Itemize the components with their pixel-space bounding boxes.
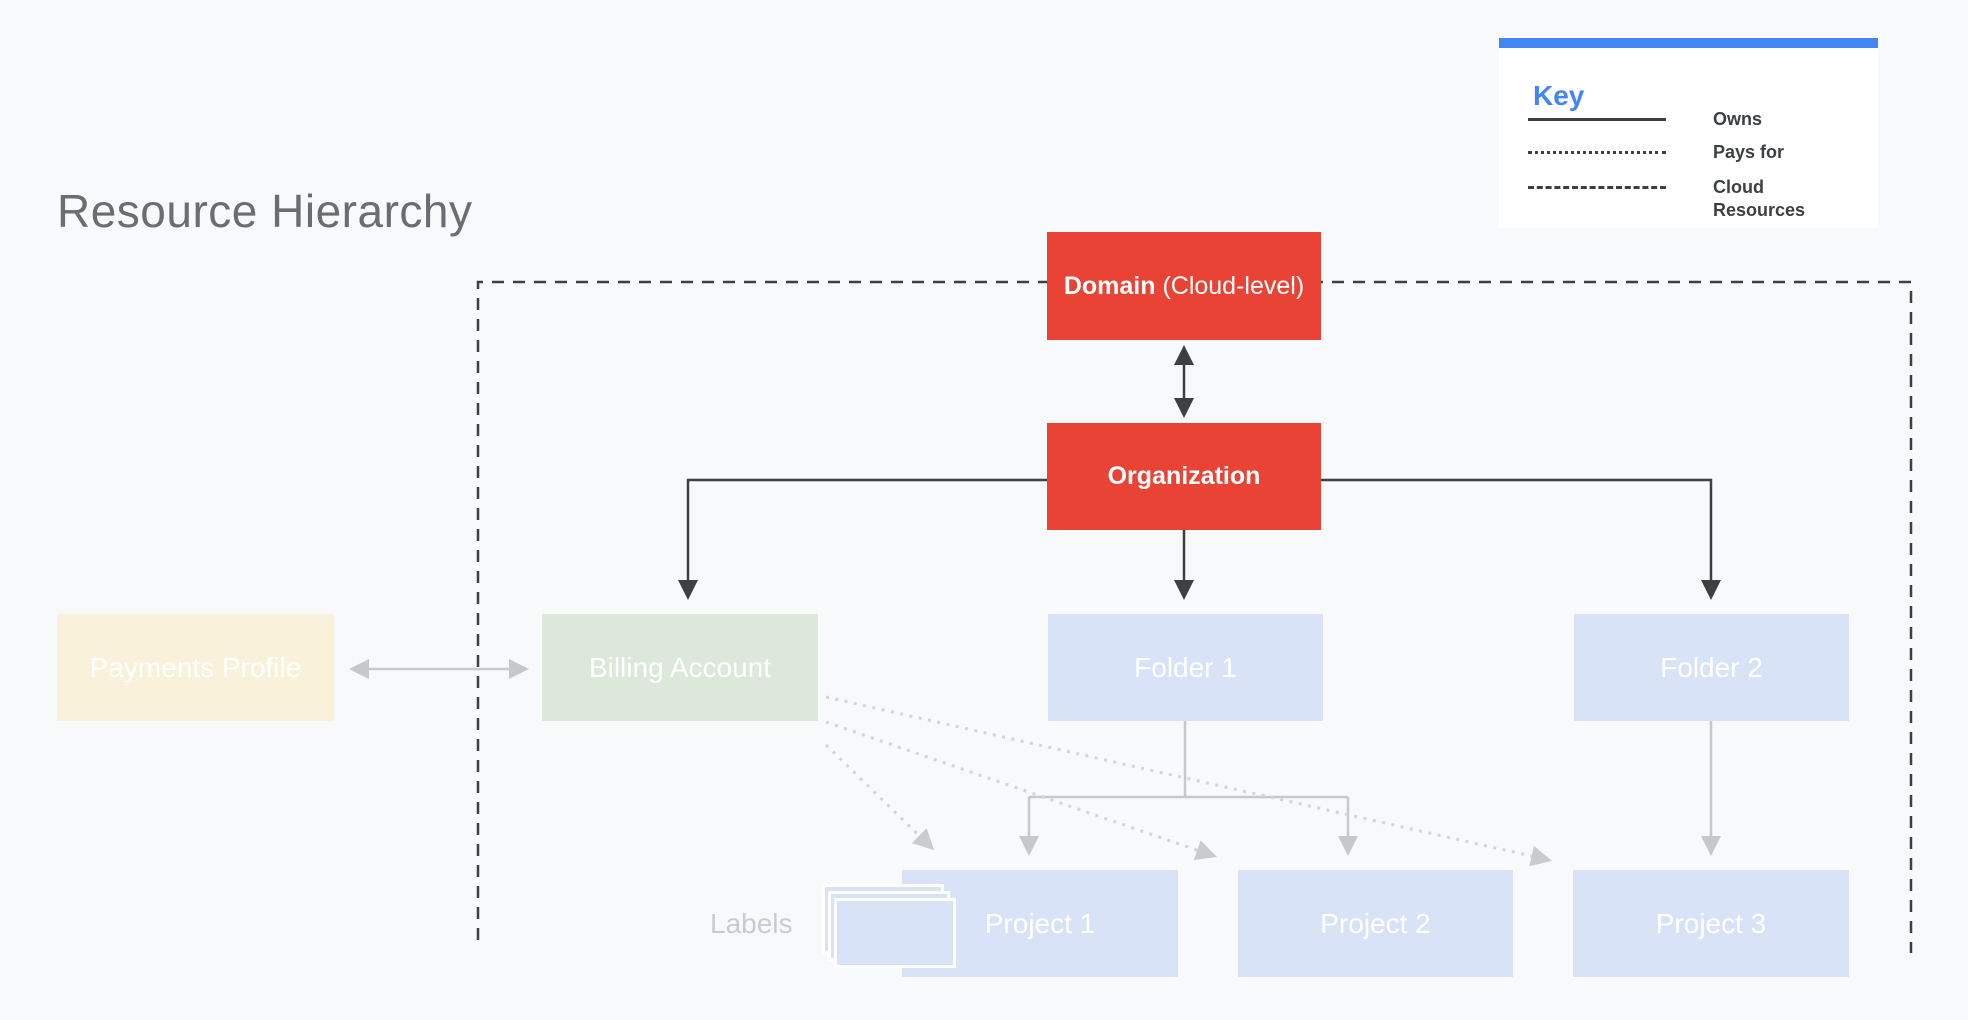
legend-heading: Key: [1533, 80, 1585, 111]
node-folder-1: Folder 1: [1048, 614, 1323, 721]
node-payments-profile: Payments Profile: [57, 614, 334, 721]
legend-label-owns: Owns: [1713, 109, 1763, 129]
label-card-front: [834, 898, 956, 968]
node-payments-profile-label: Payments Profile: [89, 651, 302, 683]
node-organization: Organization: [1047, 423, 1321, 530]
edge-billing-pays-project3: [825, 695, 1553, 867]
labels-stack-icon: [822, 884, 962, 976]
labels-annotation: Labels: [710, 908, 793, 939]
node-project-1-label: Project 1: [984, 907, 1096, 939]
legend-label-pays-for: Pays for: [1713, 142, 1785, 162]
node-project-3: Project 3: [1573, 870, 1849, 977]
node-organization-label: Organization: [1107, 462, 1261, 490]
edge-organization-billing: [678, 478, 1047, 600]
node-billing-account-label: Billing Account: [588, 651, 772, 683]
legend-card: Key Owns Pays for Cloud Resources: [1499, 38, 1878, 228]
legend-accent-bar: [1499, 38, 1878, 48]
node-project-2-label: Project 2: [1320, 907, 1431, 939]
edge-billing-pays-project2: [825, 720, 1217, 861]
node-domain-label-rest: (Cloud-level): [1155, 271, 1305, 300]
node-folder-2: Folder 2: [1574, 614, 1849, 721]
node-domain: Domain (Cloud-level): [1047, 232, 1321, 340]
node-project-3-label: Project 3: [1655, 907, 1767, 939]
node-project-2: Project 2: [1238, 870, 1513, 977]
node-folder-1-label: Folder 1: [1134, 651, 1237, 683]
legend-dotted-line-sample: [1528, 151, 1666, 154]
node-folder-2-label: Folder 2: [1660, 651, 1763, 683]
node-billing-account: Billing Account: [542, 614, 818, 721]
edge-organization-folder2: [1321, 478, 1721, 600]
legend-label-cloud-resources: Cloud Resources: [1713, 177, 1806, 220]
legend-dashed-line-sample: [1528, 186, 1666, 189]
page-title: Resource Hierarchy: [57, 185, 473, 237]
legend-solid-line-sample: [1528, 118, 1666, 121]
node-domain-label-bold: Domain: [1063, 271, 1156, 300]
edge-billing-pays-project1: [824, 743, 935, 851]
